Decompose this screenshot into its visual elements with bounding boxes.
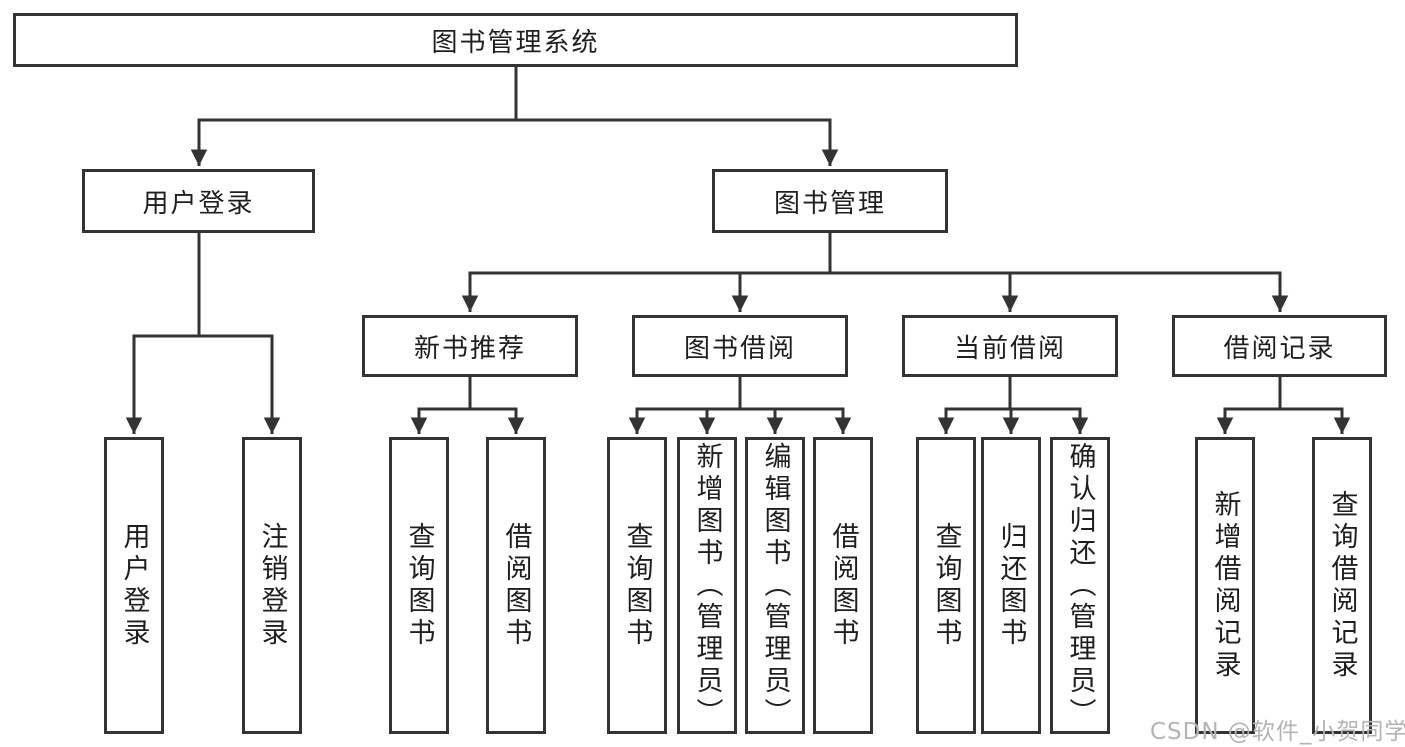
leaf-borrow-books: 借阅图书 xyxy=(813,437,873,734)
node-book-management: 图书管理 xyxy=(712,169,948,233)
leaf-query-books-borrow: 查询图书 xyxy=(607,437,667,734)
leaf-label: 新增借阅记录 xyxy=(1209,489,1241,682)
leaf-edit-book-admin: 编辑图书（管理员） xyxy=(745,437,805,734)
leaf-label: 借阅图书 xyxy=(827,521,859,650)
arrow-connectors xyxy=(125,120,1351,434)
leaf-label: 查询图书 xyxy=(930,521,962,650)
leaf-label: 查询图书 xyxy=(621,521,653,650)
node-borrow-records: 借阅记录 xyxy=(1172,315,1387,377)
node-label: 借阅记录 xyxy=(1223,333,1336,364)
leaf-label: 新增图书（管理员） xyxy=(691,441,723,730)
leaf-user-login: 用户登录 xyxy=(104,437,164,734)
leaf-add-book-admin: 新增图书（管理员） xyxy=(677,437,737,734)
leaf-label: 用户登录 xyxy=(118,521,150,650)
node-label: 图书借阅 xyxy=(683,333,796,364)
leaf-borrow-books-recommend: 借阅图书 xyxy=(486,437,546,734)
leaf-return-books: 归还图书 xyxy=(981,437,1041,734)
leaf-label: 注销登录 xyxy=(256,521,288,650)
leaf-query-books-recommend: 查询图书 xyxy=(389,437,449,734)
node-library-system: 图书管理系统 xyxy=(13,13,1018,67)
node-label: 图书管理 xyxy=(773,188,886,219)
leaf-label: 借阅图书 xyxy=(500,521,532,650)
node-new-book-recommend: 新书推荐 xyxy=(362,315,578,377)
node-user-login: 用户登录 xyxy=(82,169,315,233)
leaf-confirm-return-admin: 确认归还（管理员） xyxy=(1050,437,1110,734)
leaf-logout: 注销登录 xyxy=(242,437,302,734)
node-book-borrow: 图书借阅 xyxy=(632,315,848,377)
leaf-query-books-current: 查询图书 xyxy=(916,437,976,734)
node-label: 用户登录 xyxy=(142,188,255,219)
node-label: 新书推荐 xyxy=(413,333,526,364)
node-current-borrow: 当前借阅 xyxy=(902,315,1118,377)
csdn-watermark: CSDN @软件_小贺同学 xyxy=(1150,719,1405,745)
leaf-label: 编辑图书（管理员） xyxy=(759,441,791,730)
leaf-label: 确认归还（管理员） xyxy=(1064,441,1096,730)
leaf-label: 查询图书 xyxy=(403,521,435,650)
leaf-query-borrow-record: 查询借阅记录 xyxy=(1312,437,1372,734)
node-label: 图书管理系统 xyxy=(431,27,600,58)
node-label: 当前借阅 xyxy=(953,333,1066,364)
leaf-label: 查询借阅记录 xyxy=(1326,489,1358,682)
leaf-label: 归还图书 xyxy=(995,521,1027,650)
leaf-add-borrow-record: 新增借阅记录 xyxy=(1195,437,1255,734)
